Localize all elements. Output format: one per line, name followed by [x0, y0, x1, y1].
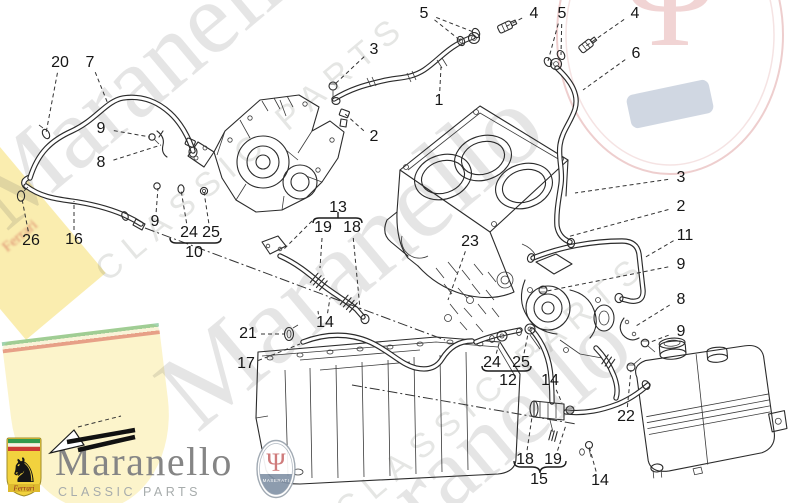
callout-3: 3 [369, 41, 379, 58]
group-bracket-13 [312, 212, 363, 224]
callout-9: 9 [150, 213, 160, 230]
callout-20: 20 [51, 54, 69, 71]
callout-19: 19 [544, 451, 562, 468]
shield-label: Ferrari [13, 485, 35, 493]
trident-icon: Ψ [266, 448, 286, 477]
callout-14: 14 [316, 314, 334, 331]
callout-14: 14 [541, 372, 559, 389]
chain-line-layer [144, 227, 577, 425]
callout-11: 11 [676, 227, 694, 244]
maserati-badge: Ψ MASERATI [256, 439, 296, 499]
group-bracket-10 [169, 237, 222, 244]
callout-15: 15 [530, 471, 548, 488]
group-bracket-layer [169, 212, 567, 474]
callout-25: 25 [202, 224, 220, 241]
callout-5: 5 [419, 5, 429, 22]
group-bracket-15 [513, 460, 567, 474]
callout-13: 13 [329, 199, 347, 216]
callout-9: 9 [676, 256, 686, 273]
callout-2: 2 [676, 198, 686, 215]
callout-4: 4 [630, 5, 640, 22]
callout-19: 19 [314, 219, 332, 236]
callout-24: 24 [483, 354, 501, 371]
callout-8: 8 [676, 291, 686, 308]
callout-25: 25 [512, 354, 530, 371]
callout-17: 17 [237, 355, 255, 372]
callout-26: 26 [22, 232, 40, 249]
callout-3: 3 [676, 169, 686, 186]
expansion-tank [635, 337, 788, 479]
callout-18: 18 [516, 451, 534, 468]
engine-block [384, 105, 569, 333]
callout-2: 2 [369, 128, 379, 145]
callout-18: 18 [343, 219, 361, 236]
callout-6: 6 [631, 45, 641, 62]
prancing-horse-icon: ♞ [9, 452, 39, 490]
callout-7: 7 [85, 54, 95, 71]
callout-5: 5 [557, 5, 567, 22]
maserati-label: MASERATI [263, 478, 290, 483]
group-bracket-12 [481, 365, 532, 372]
callout-12: 12 [499, 372, 517, 389]
right-turbo-assembly [520, 253, 615, 359]
left-turbo-assembly [187, 94, 345, 213]
pipes-and-hoses [21, 34, 651, 416]
logo-tagline: CLASSIC PARTS [58, 485, 201, 499]
callout-21: 21 [239, 325, 257, 342]
direction-arrow [47, 415, 136, 455]
callout-4: 4 [529, 5, 539, 22]
callout-14: 14 [591, 472, 609, 489]
callout-24: 24 [180, 224, 198, 241]
callout-9: 9 [96, 120, 106, 137]
callout-10: 10 [185, 244, 203, 261]
callout-16: 16 [65, 231, 83, 248]
callout-23: 23 [461, 233, 479, 250]
ferrari-shield-logo: ♞ Ferrari [6, 437, 42, 497]
callout-9: 9 [676, 323, 686, 340]
callout-8: 8 [96, 154, 106, 171]
callout-1: 1 [434, 92, 444, 109]
callout-22: 22 [617, 408, 635, 425]
